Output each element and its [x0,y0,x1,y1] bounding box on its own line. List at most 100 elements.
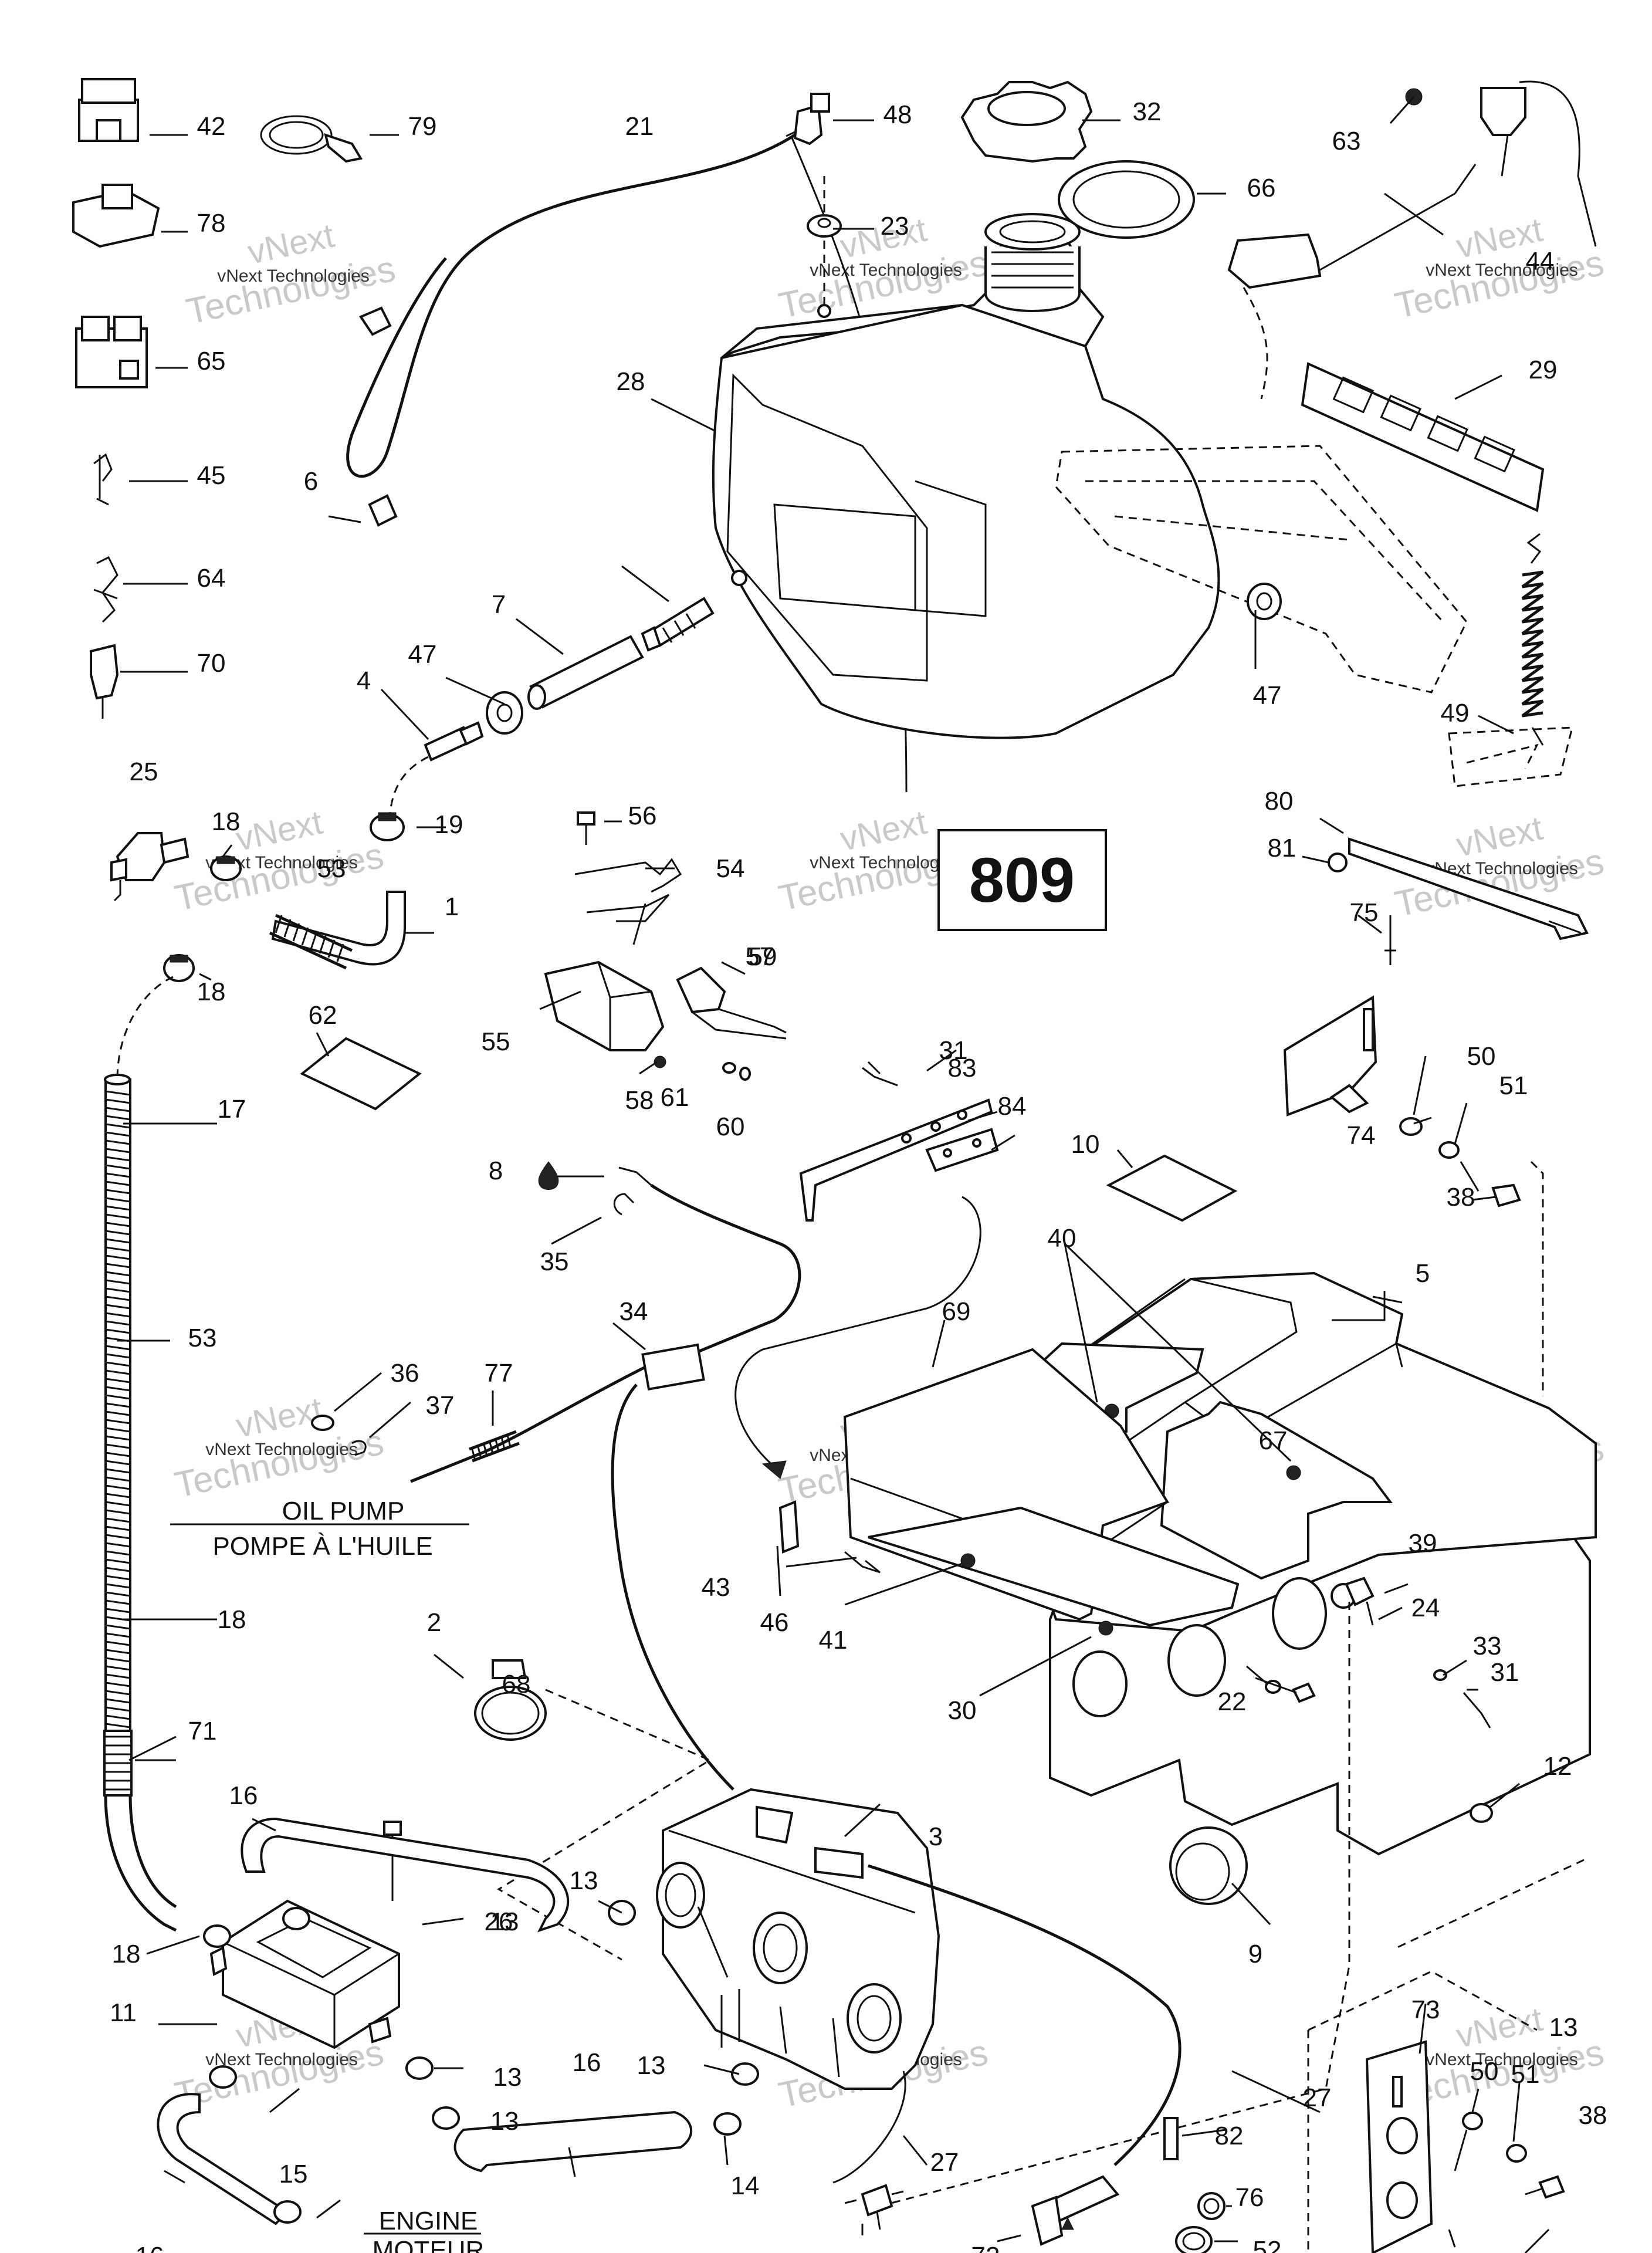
clips-6 [359,306,398,527]
callout-57: 57 [746,942,774,971]
dowel-80 [1163,2117,1179,2160]
callout-17: 17 [218,1095,246,1124]
coil-ring [105,1098,131,1104]
callout-28: 28 [617,367,645,396]
sensor-70 [1031,2175,1120,2246]
coil-ring [105,1222,131,1227]
callout-48: 48 [883,100,912,129]
coil-ring [105,1550,131,1556]
coil-ring [105,1657,131,1663]
bracket-plate [1448,726,1573,787]
callout-15: 15 [279,2160,308,2188]
bracket-78 [1348,837,1589,941]
watermark-small: vNext Technologies [810,853,962,872]
coil-ring [105,1599,131,1605]
hose-7 [527,635,644,710]
coil-ring [105,1254,131,1260]
callout-78: 78 [197,209,226,238]
cable-oil-pump [410,1183,801,1791]
callout-26: 26 [485,1907,513,1936]
washers-60-59 [722,1062,751,1081]
connector-76 [72,184,160,248]
watermark-small: vNext Technologies [205,1440,358,1459]
rivet-33-31 [1433,1669,1491,1728]
callout-73: 73 [1411,1995,1440,2024]
callout-46: 46 [760,1608,789,1637]
coil-ring [105,1205,131,1211]
valve-25 [110,832,189,902]
callout-75: 75 [1350,898,1379,927]
callout-49: 49 [1441,699,1470,728]
callout-65: 65 [197,347,226,376]
carburetor-3 [656,1788,1182,2184]
label-10 [1106,1154,1238,1222]
callout-9: 9 [1248,1940,1262,1968]
clamp-18-mid [163,954,195,982]
coil-ring [105,1567,131,1572]
watermark-small: vNext Technologies [205,2050,358,2069]
callout-12: 12 [1543,1752,1572,1781]
coil-ring [105,1460,131,1466]
callout-10: 10 [1071,1130,1100,1159]
callout-19: 19 [435,810,463,839]
fuel-line-coil [105,1090,131,1728]
tank-bracket [1055,445,1468,694]
grommet-22 [807,176,842,318]
coil-ring [105,1402,131,1408]
coil-ring [105,1345,131,1351]
coil-ring [105,1517,131,1523]
callout-25: 25 [130,757,158,786]
coil-ring [105,1180,131,1186]
hose-1 [271,891,406,966]
callout-18: 18 [112,1940,141,1968]
fuel-tank-28 [712,213,1220,739]
coil-ring [105,1723,131,1728]
coil-ring [105,1698,131,1704]
callout-31: 31 [1491,1658,1519,1687]
callout-84: 84 [998,1092,1027,1121]
bracket-43 [778,1500,881,1574]
callout-63: 63 [1332,127,1361,155]
callout-72: 72 [971,2242,1000,2253]
watermark-small: vNext Technologies [1426,261,1578,280]
callout-11: 11 [110,1998,137,2027]
terminal-45 [93,453,113,506]
gear-74 [1197,2192,1226,2220]
callout-36: 36 [391,1359,419,1388]
screw-38 [1472,1183,1521,1207]
fuel-gauge-44 [1227,80,1597,400]
callout-32: 32 [1133,97,1162,126]
coil-ring [105,1608,131,1613]
terminal-63 [93,556,119,623]
coil-ring [105,1484,131,1490]
coil-ring [105,1164,131,1170]
coil-ring [105,1591,131,1597]
engine-label: ENGINE MOTEUR [373,2207,485,2253]
screw-83 [1448,2229,1456,2248]
label-61 [300,1037,422,1111]
coil-ring [105,1279,131,1285]
callout-13: 13 [490,2107,519,2136]
callout-27: 27 [930,2148,959,2177]
callout-59: 59 [749,942,777,971]
mount-72 [1283,995,1377,1117]
coil-ring [105,1107,131,1112]
coil-ring [105,1213,131,1219]
connector-42 [78,78,139,142]
callout-41: 41 [819,1626,848,1655]
coil-ring [105,1509,131,1515]
coil-ring [105,1123,131,1129]
callout-60: 60 [716,1112,745,1141]
callout-29: 29 [1529,356,1558,384]
callout-13: 13 [637,2051,666,2080]
gasket-65 [1058,160,1195,239]
callout-62: 62 [309,1001,337,1030]
callout-30: 30 [948,1696,977,1725]
callout-16: 16 [136,2242,164,2253]
callout-18: 18 [218,1605,246,1634]
coil-ring [105,1246,131,1252]
callout-53: 53 [317,854,346,883]
callout-70: 70 [197,649,226,678]
